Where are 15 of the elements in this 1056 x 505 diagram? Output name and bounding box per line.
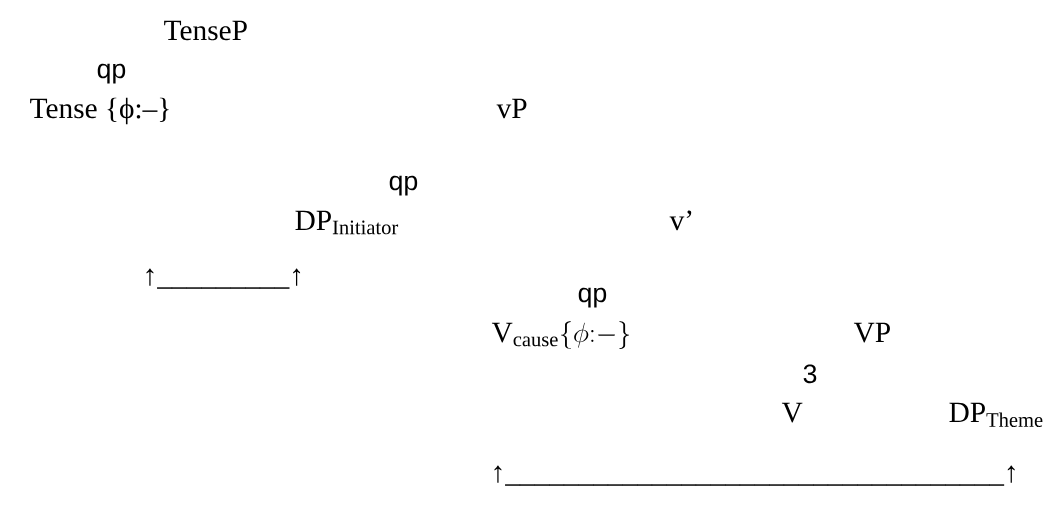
branch-glyph: 3 bbox=[803, 364, 817, 384]
tree-label: VP bbox=[853, 322, 890, 343]
branch-glyph: qp bbox=[389, 175, 418, 196]
tree-label: vP bbox=[496, 98, 527, 119]
agreement-arrow: ↑__________________________________↑ bbox=[494, 465, 1015, 486]
tree-label: TenseP bbox=[164, 20, 247, 41]
tree-label: Tense {ϕ:–} bbox=[30, 97, 169, 125]
branch-glyph: qp bbox=[97, 63, 126, 84]
tree-label: V bbox=[781, 402, 803, 423]
agreement-arrow: ↑_________↑ bbox=[146, 268, 301, 289]
branch-glyph: qp bbox=[578, 287, 607, 308]
tree-label: $\mathrm{DP}_{\mathrm{Initiator}}$ bbox=[295, 210, 399, 235]
tree-label: $\mathrm{DP}_{\mathrm{Theme}}$ bbox=[949, 402, 1043, 427]
tree-label: v’ bbox=[669, 210, 692, 231]
tree-label: $\mathrm{V}_{\mathrm{cause}}\{\phi{:}{-}\}$ bbox=[491, 321, 630, 349]
